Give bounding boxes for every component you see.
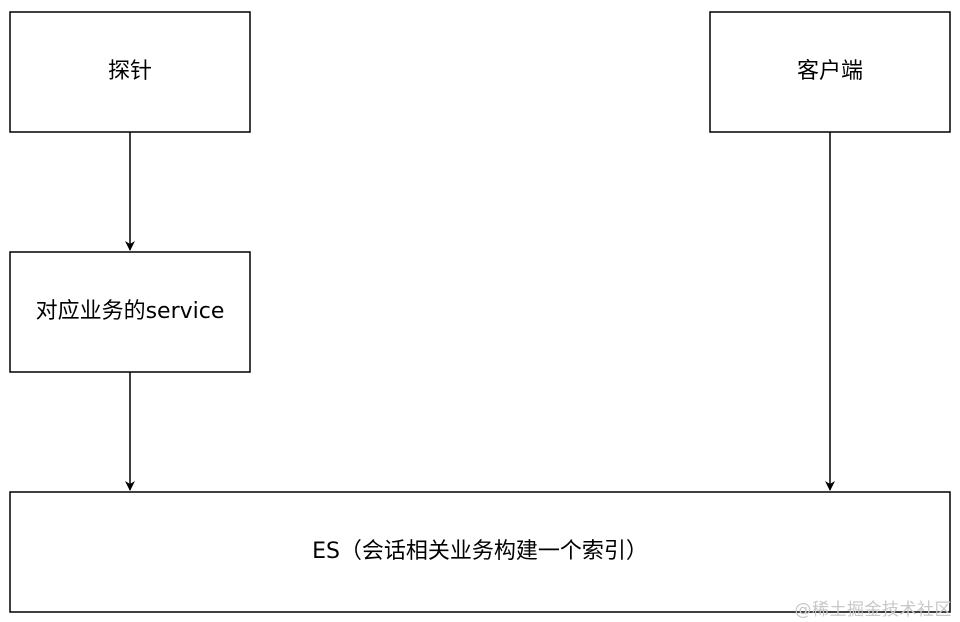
client-node: 客户端	[709, 11, 951, 133]
service-label: 对应业务的service	[36, 299, 225, 324]
probe-node: 探针	[9, 11, 251, 133]
es-box	[9, 491, 951, 613]
es-label: ES（会话相关业务构建一个索引）	[312, 539, 648, 564]
service-node: 对应业务的service	[9, 251, 251, 373]
es-node: ES（会话相关业务构建一个索引）	[9, 491, 951, 613]
watermark: @稀土掘金技术社区	[794, 600, 952, 620]
probe-box	[9, 11, 251, 133]
service-box	[9, 251, 251, 373]
probe-label: 探针	[108, 59, 152, 84]
client-box	[709, 11, 951, 133]
client-label: 客户端	[797, 59, 863, 84]
